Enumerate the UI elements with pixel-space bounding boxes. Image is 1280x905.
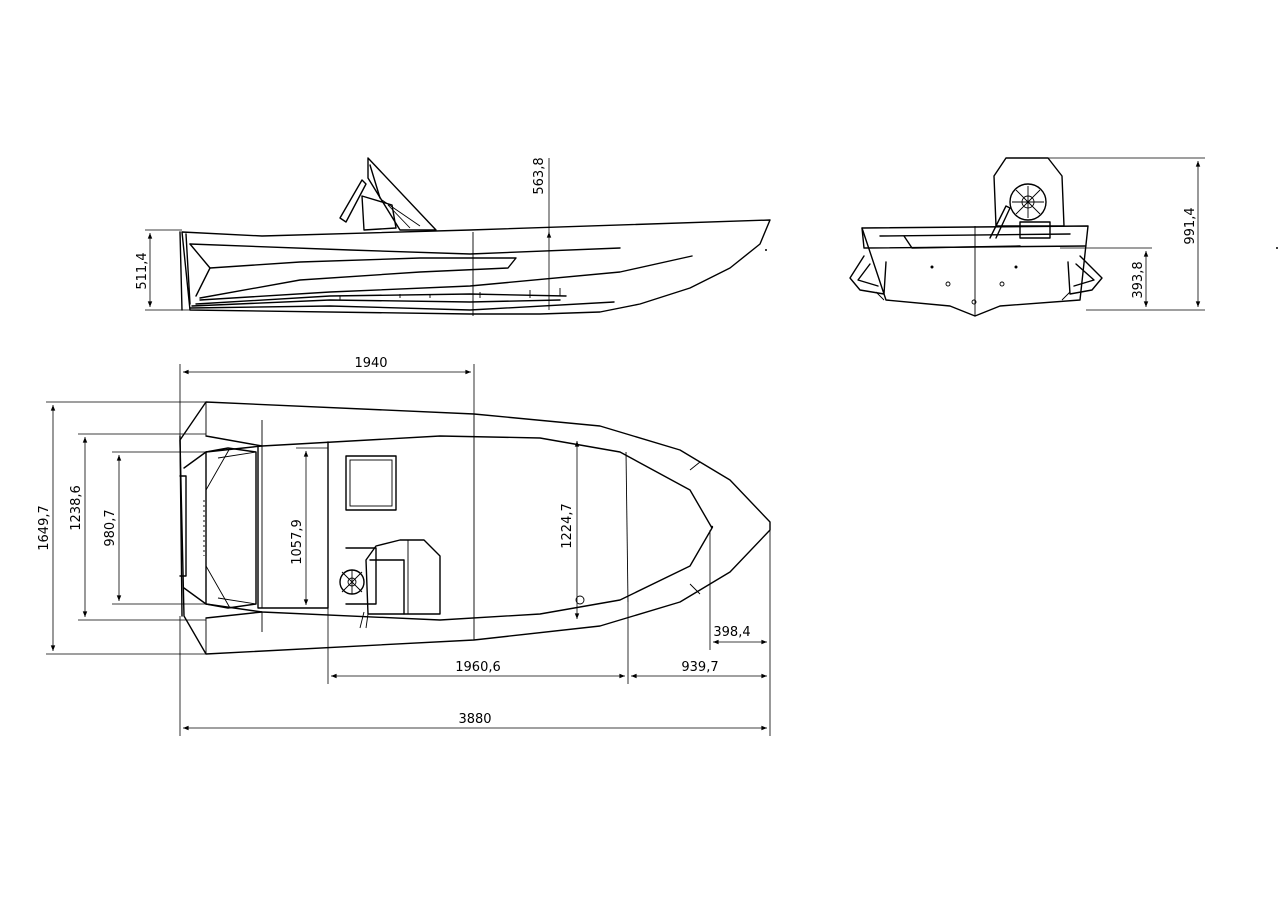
side-view: 511,4 563,8	[135, 157, 771, 316]
dim-511-4: 511,4	[135, 252, 150, 289]
dim-393-8: 393,8	[1131, 261, 1146, 298]
dim-3880: 3880	[458, 712, 491, 727]
front-view: 991,4 393,8	[849, 157, 1278, 317]
dim-1238-6: 1238,6	[69, 485, 84, 531]
dim-563-8: 563,8	[532, 157, 547, 194]
dim-1057-9: 1057,9	[290, 519, 305, 565]
dim-1940: 1940	[354, 356, 387, 371]
dim-1649-7: 1649,7	[37, 505, 52, 551]
dim-1960-6: 1960,6	[455, 660, 501, 675]
dim-939-7: 939,7	[681, 660, 718, 675]
dim-398-4: 398,4	[713, 625, 750, 640]
plan-view: 1940 1649,7 1238,6 980,7 1057,9 1224,7 3…	[37, 356, 771, 736]
dim-991-4: 991,4	[1183, 207, 1198, 244]
dim-1224-7: 1224,7	[560, 503, 575, 549]
dim-980-7: 980,7	[103, 509, 118, 546]
